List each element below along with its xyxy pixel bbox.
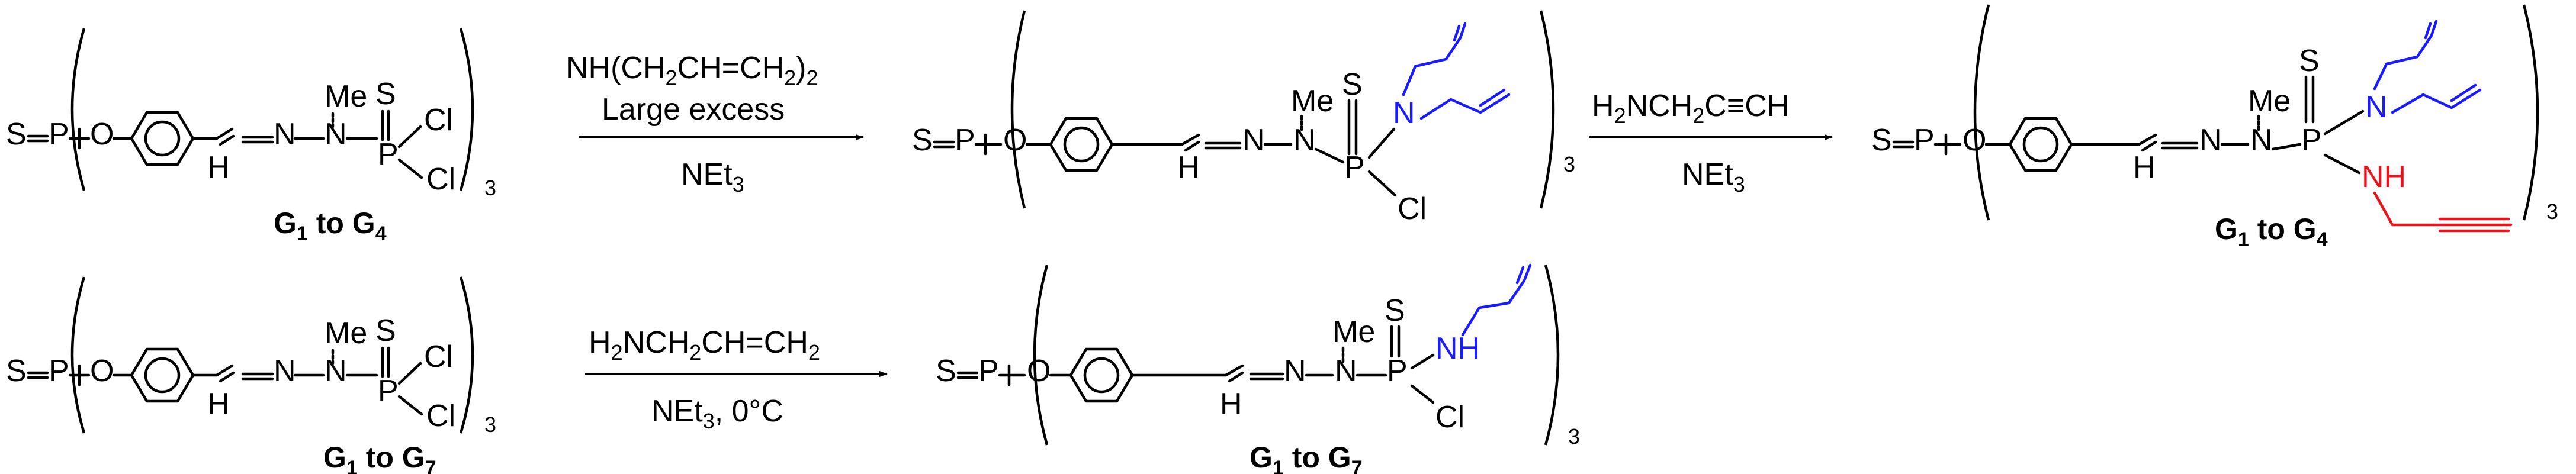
atom-nh-allyl: NH [1435, 331, 1480, 366]
atom-n: N [2250, 123, 2273, 157]
atom-cl: Cl [426, 162, 455, 196]
atom-n-diallyl: N [2365, 90, 2388, 124]
atom-p: P [1387, 354, 1408, 388]
atom-s: S [6, 354, 27, 388]
atom-n: N [1293, 123, 1316, 157]
atom-s: S [1342, 67, 1363, 102]
right-paren [1544, 265, 1560, 446]
atom-cl: Cl [426, 399, 455, 433]
atom-p: P [49, 117, 69, 151]
atom-s: S [912, 123, 933, 157]
label-g1-g7: G1 to G7 [1250, 441, 1363, 474]
label-g1-g4: G1 to G4 [2215, 212, 2328, 251]
reagent-propargylamine: H2NCH2C≡CH [1592, 89, 1789, 128]
diallyl-group [2373, 20, 2482, 114]
atom-me: Me [1291, 84, 1334, 118]
propargyl-group [2373, 191, 2513, 233]
reagent-diallylamine: NH(CH2CH=CH2)2 [566, 51, 818, 90]
atom-s: S [1871, 123, 1892, 157]
atom-p: P [955, 123, 975, 157]
reagent-base: NEt3 [1682, 157, 1745, 196]
atom-o: O [1003, 123, 1027, 157]
atom-h: H [2133, 150, 2156, 185]
atom-n: N [1242, 123, 1265, 157]
left-paren [1033, 265, 1049, 446]
atom-h: H [1177, 150, 1200, 185]
atom-s: S [2299, 44, 2320, 78]
compound-diallyl-propargyl-g1-g4: S P O H N N Me P S N N [1871, 4, 2558, 251]
reaction-arrow-3: H2NCH2CH=CH2 NEt3, 0°C [585, 325, 888, 433]
reagent-condition-excess: Large excess [602, 92, 785, 127]
atom-h: H [1220, 387, 1242, 421]
right-paren [1539, 10, 1555, 209]
atom-p: P [978, 354, 999, 388]
benzene-ring [1049, 117, 1114, 172]
atom-cl: Cl [424, 103, 453, 137]
atom-o: O [1962, 123, 1986, 157]
atom-me: Me [325, 79, 367, 114]
atom-s: S [375, 314, 396, 348]
allyl-group [1461, 263, 1532, 337]
multiplicity-3: 3 [1563, 152, 1575, 176]
left-paren [1973, 4, 1990, 221]
compound-allylamino-chloride-g1-g7: S P O H N N Me P S NH Cl 3 [936, 263, 1580, 474]
atom-n: N [1284, 354, 1306, 388]
atom-o: O [1027, 354, 1051, 388]
label-g1-g7: G1 to G7 [323, 441, 436, 474]
atom-n: N [325, 117, 347, 151]
atom-me: Me [1332, 315, 1375, 349]
left-paren [70, 28, 86, 191]
atom-s: S [936, 354, 956, 388]
atom-p: P [2301, 123, 2322, 157]
atom-s: S [6, 117, 27, 151]
atom-cl: Cl [424, 340, 453, 374]
label-g1-g4: G1 to G4 [274, 207, 387, 245]
left-paren [70, 276, 86, 434]
atom-s: S [1385, 294, 1405, 328]
atom-p: P [378, 374, 399, 408]
right-paren [2522, 4, 2539, 221]
atom-p: P [1344, 150, 1365, 185]
atom-n: N [274, 117, 296, 151]
multiplicity-3: 3 [484, 176, 496, 200]
reaction-arrow-2: H2NCH2C≡CH NEt3 [1589, 89, 1833, 196]
reagent-base: NEt3 [681, 157, 744, 196]
right-paren [459, 276, 474, 434]
atom-h: H [207, 150, 230, 185]
atom-o: O [90, 117, 114, 151]
atom-n: N [274, 354, 296, 388]
multiplicity-3: 3 [2546, 199, 2558, 224]
diallyl-group [1402, 22, 1511, 120]
multiplicity-3: 3 [1568, 424, 1580, 449]
atom-n: N [325, 354, 347, 388]
reaction-arrow-1: NH(CH2CH=CH2)2 Large excess NEt3 [566, 51, 864, 196]
reagent-allylamine: H2NCH2CH=CH2 [589, 325, 820, 365]
atom-o: O [90, 354, 114, 388]
compound-diallylamino-chloride: S P O H N N Me P S Cl N [912, 10, 1575, 226]
atom-nh-propargyl: NH [2362, 160, 2406, 194]
atom-cl: Cl [1398, 192, 1427, 226]
benzene-ring [130, 347, 195, 403]
atom-n: N [1335, 354, 1357, 388]
atom-p: P [1914, 123, 1935, 157]
atom-n-diallyl: N [1393, 96, 1415, 130]
atom-p: P [49, 354, 69, 388]
atom-p: P [378, 137, 399, 172]
atom-cl: Cl [1435, 400, 1464, 434]
atom-n: N [2199, 123, 2222, 157]
atom-me: Me [325, 316, 367, 350]
compound-dichloride-g1-g4: S P O N H N Me P S Cl Cl 3 G1 to G4 [6, 28, 496, 245]
atom-h: H [207, 387, 230, 421]
benzene-ring [2008, 117, 2073, 172]
atom-s: S [375, 77, 396, 111]
multiplicity-3: 3 [484, 412, 496, 437]
atom-me: Me [2248, 84, 2291, 118]
compound-dichloride-g1-g7: S P O H N N Me P S Cl Cl 3 G1 to G7 [6, 276, 496, 474]
left-paren [1010, 10, 1026, 209]
benzene-ring [130, 111, 195, 166]
benzene-ring [1069, 347, 1134, 403]
reagent-base-temp: NEt3, 0°C [651, 394, 783, 433]
right-paren [459, 28, 474, 191]
